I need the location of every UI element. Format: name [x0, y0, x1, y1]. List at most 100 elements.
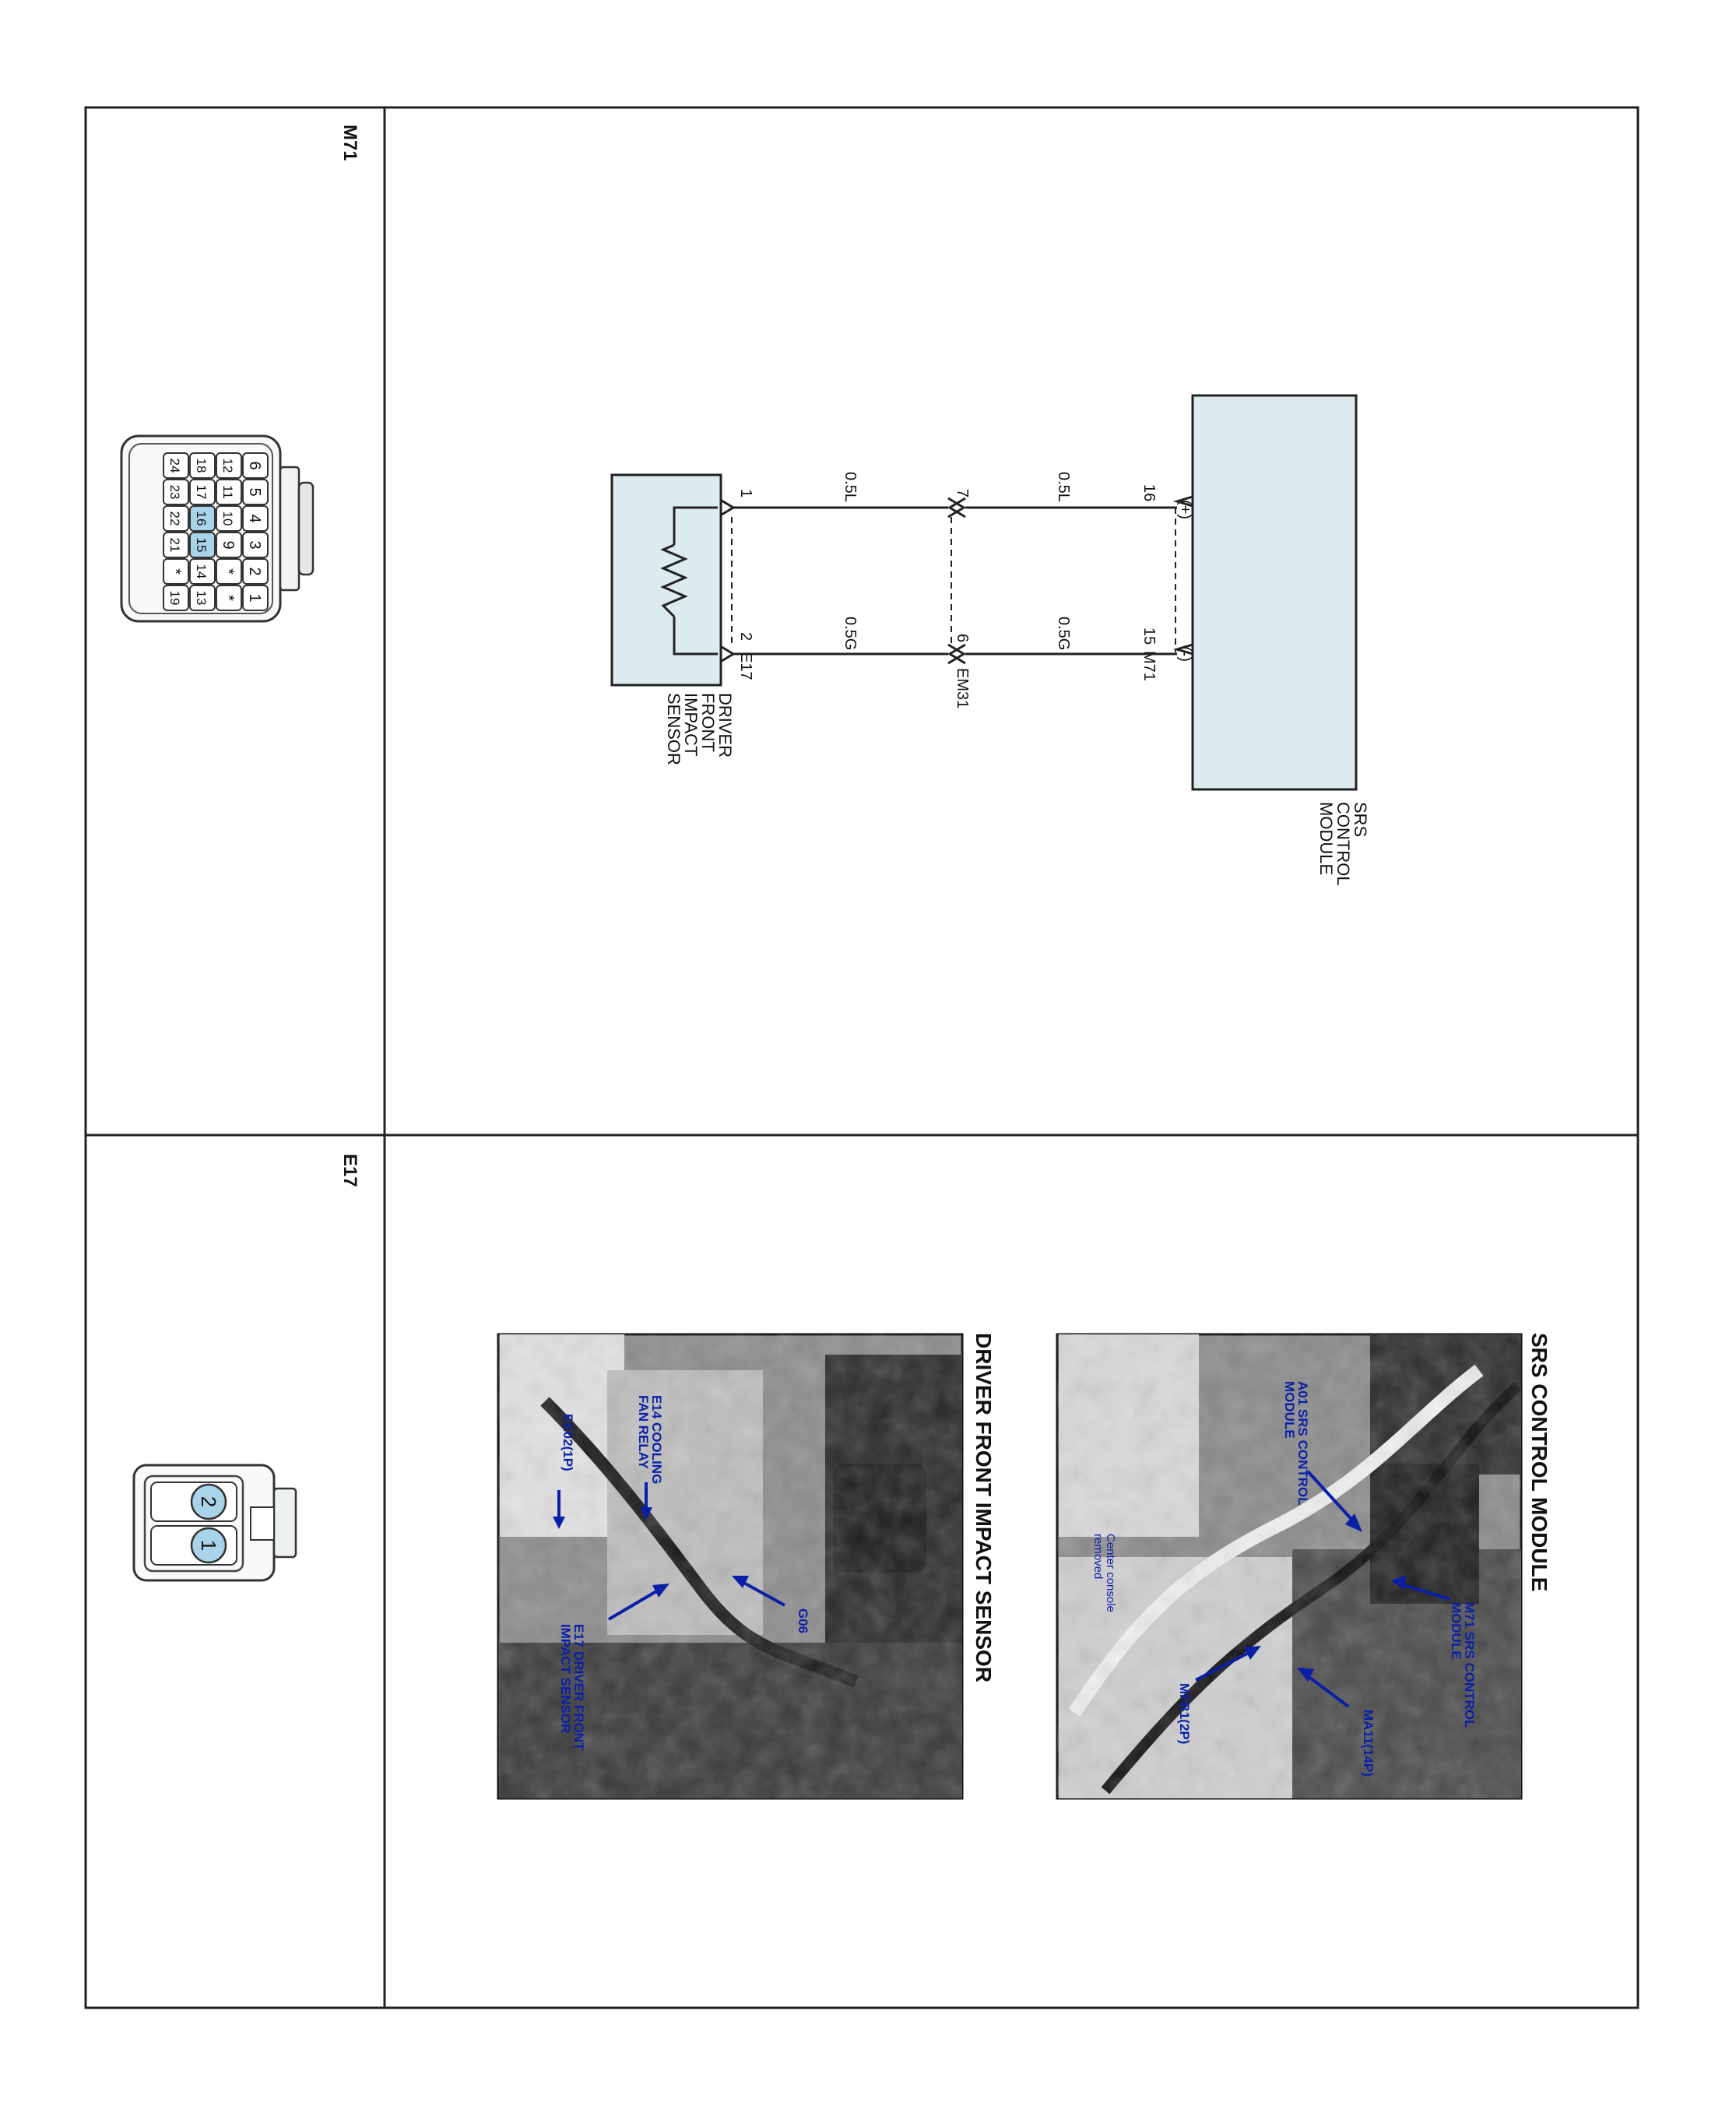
srs-module-name: SRS CONTROL MODULE — [1316, 802, 1370, 890]
callout-e14-line-2: FAN RELAY — [636, 1395, 651, 1469]
impact-sensor-name-line-2: FRONT — [698, 693, 718, 751]
callout-m71-line-2: MODULE — [1449, 1602, 1464, 1660]
m71-pin-label: 21 — [167, 538, 182, 553]
e17-pin-1-label: 1 — [197, 1540, 220, 1551]
wire-minus-upper-label: 0.5G — [1055, 617, 1072, 650]
em31-connector-label: EM31 — [954, 668, 971, 708]
e17-pin-2-label: 2 — [197, 1496, 220, 1507]
wire-plus-upper-label: 0.5L — [1055, 472, 1072, 502]
e17-pin-2 — [190, 1483, 227, 1520]
m71-housing-inner — [128, 443, 273, 614]
m71-connector-label: M71 — [1140, 651, 1158, 681]
m71-pin-label: 19 — [167, 591, 182, 606]
callout-console-line-1: Center console — [1104, 1534, 1117, 1612]
callout-a01-line-2: MODULE — [1282, 1381, 1297, 1439]
m71-pin-cavity — [242, 505, 269, 532]
m71-pin-label: 9 — [220, 540, 237, 549]
srs-photo-title: SRS CONTROL MODULE — [1527, 1333, 1552, 1591]
wire-minus-lower-label: 0.5G — [842, 617, 859, 650]
e17-connector-schem-label: E17 — [737, 652, 754, 680]
impact-sensor-name: DRIVER FRONT IMPACT SENSOR — [664, 693, 735, 765]
m71-pin-label: 6 — [246, 461, 263, 469]
m71-pin-cavity — [216, 532, 242, 558]
m71-pin-label: 17 — [194, 485, 209, 500]
em31-pin-6-symbol-lower — [947, 643, 966, 665]
m71-pin-label: 12 — [220, 459, 235, 473]
m71-pin-cavity — [189, 479, 216, 505]
sensor-lead-minus — [673, 617, 718, 656]
m71-latch-tab — [297, 481, 315, 576]
connector-column: M71 E17 6543211211109**18171615141324232… — [120, 125, 360, 1582]
m71-pin-cavity — [163, 505, 189, 532]
m71-pin-label: 3 — [246, 540, 263, 549]
m71-pin-label: 18 — [194, 459, 209, 473]
m71-pin-cavity — [216, 479, 242, 505]
srs-control-module-box — [1191, 394, 1358, 791]
srs-module-name-line-2: CONTROL — [1334, 802, 1353, 885]
em31-pin-6-label: 6 — [954, 634, 971, 642]
m71-pin-label: * — [167, 568, 184, 575]
m71-pin-15-label: 15 — [1140, 627, 1158, 645]
callout-console: Center console removed — [1091, 1534, 1117, 1615]
m71-pin-16-label: 16 — [1140, 484, 1158, 501]
impact-sensor-name-line-4: SENSOR — [664, 693, 684, 765]
schematic: SRS CONTROL MODULE (+) (-) 16 15 M71 0.5… — [610, 394, 1370, 890]
arrow-e14-head — [640, 1507, 652, 1520]
arrow-g06-head — [732, 1576, 749, 1588]
m71-pin-label: 16 — [194, 511, 209, 526]
m71-pin-cavity — [242, 452, 269, 479]
arrow-e17 — [607, 1587, 663, 1621]
e17-pin-1 — [190, 1527, 227, 1564]
callout-mfb1: MFB1(2P) — [1177, 1683, 1192, 1744]
m71-pin-cavity — [163, 452, 189, 479]
callout-e14-line-1: E14 COOLING — [649, 1395, 664, 1484]
callout-e14: E14 COOLING FAN RELAY — [636, 1395, 664, 1488]
arrow-a01 — [1306, 1470, 1358, 1526]
m71-pin-cavity — [242, 585, 269, 611]
em31-pin-7-label: 7 — [954, 489, 971, 497]
m71-pin-label: 14 — [194, 564, 209, 579]
m71-pin-cavity — [189, 585, 216, 611]
arrow-mfb1-head — [1244, 1646, 1261, 1660]
srs-location-photo: SRS CONTROL MODULE A01 SRS CONTROL MODUL… — [1056, 1333, 1552, 1800]
callout-a01-line-1: A01 SRS CONTROL — [1295, 1381, 1310, 1505]
arrow-m71-head — [1390, 1576, 1406, 1590]
m71-pin-label: 23 — [167, 485, 182, 500]
arrow-mfb1 — [1195, 1649, 1254, 1682]
em31-pin-6-symbol-upper — [947, 643, 966, 665]
m71-pin-cavity — [216, 558, 242, 585]
m71-pin-cavity — [242, 532, 269, 558]
connector-e17-label: E17 — [339, 1154, 360, 1187]
impact-sensor-location-photo: DRIVER FRONT IMPACT SENSOR E14 COOLING F… — [497, 1333, 996, 1800]
arrow-g06 — [739, 1579, 785, 1607]
arrow-ma11-head — [1297, 1668, 1314, 1682]
m71-pin-label: 22 — [167, 511, 182, 526]
m71-pin-16-symbol — [1172, 495, 1193, 508]
m71-pin-label: 4 — [246, 514, 263, 522]
impact-photo-texture — [498, 1334, 962, 1798]
callout-e17-line-1: E17 DRIVER FRONT — [571, 1624, 586, 1751]
m71-pin-cavity — [163, 532, 189, 558]
srs-photo-texture — [1057, 1334, 1521, 1798]
wire-plus-lower-label: 0.5L — [842, 472, 859, 502]
m71-latch — [279, 466, 300, 592]
impact-photo-title: DRIVER FRONT IMPACT SENSOR — [972, 1333, 996, 1682]
callout-ma11: MA11(14P) — [1361, 1710, 1376, 1777]
m71-pin-label: 13 — [194, 591, 209, 606]
impact-sensor-box — [610, 473, 722, 687]
m71-pin-15-symbol — [1172, 643, 1193, 656]
m71-pin-cavity — [163, 558, 189, 585]
impact-sensor-name-line-1: DRIVER — [715, 693, 735, 757]
srs-module-name-line-1: SRS — [1351, 802, 1370, 837]
em31-pin-7-symbol-upper — [947, 497, 966, 518]
m71-pin-cavity — [216, 585, 242, 611]
e17-pin-1-symbol — [717, 497, 736, 518]
e17-pin-2-schem-label: 2 — [737, 632, 754, 641]
e17-key — [250, 1506, 275, 1541]
m71-pin-label: 11 — [220, 485, 235, 499]
m71-pin-label: 5 — [246, 487, 263, 496]
sensor-lead-plus — [673, 506, 718, 545]
callout-ee02: EE02(1P) — [561, 1414, 575, 1471]
m71-pin-cavity — [163, 479, 189, 505]
